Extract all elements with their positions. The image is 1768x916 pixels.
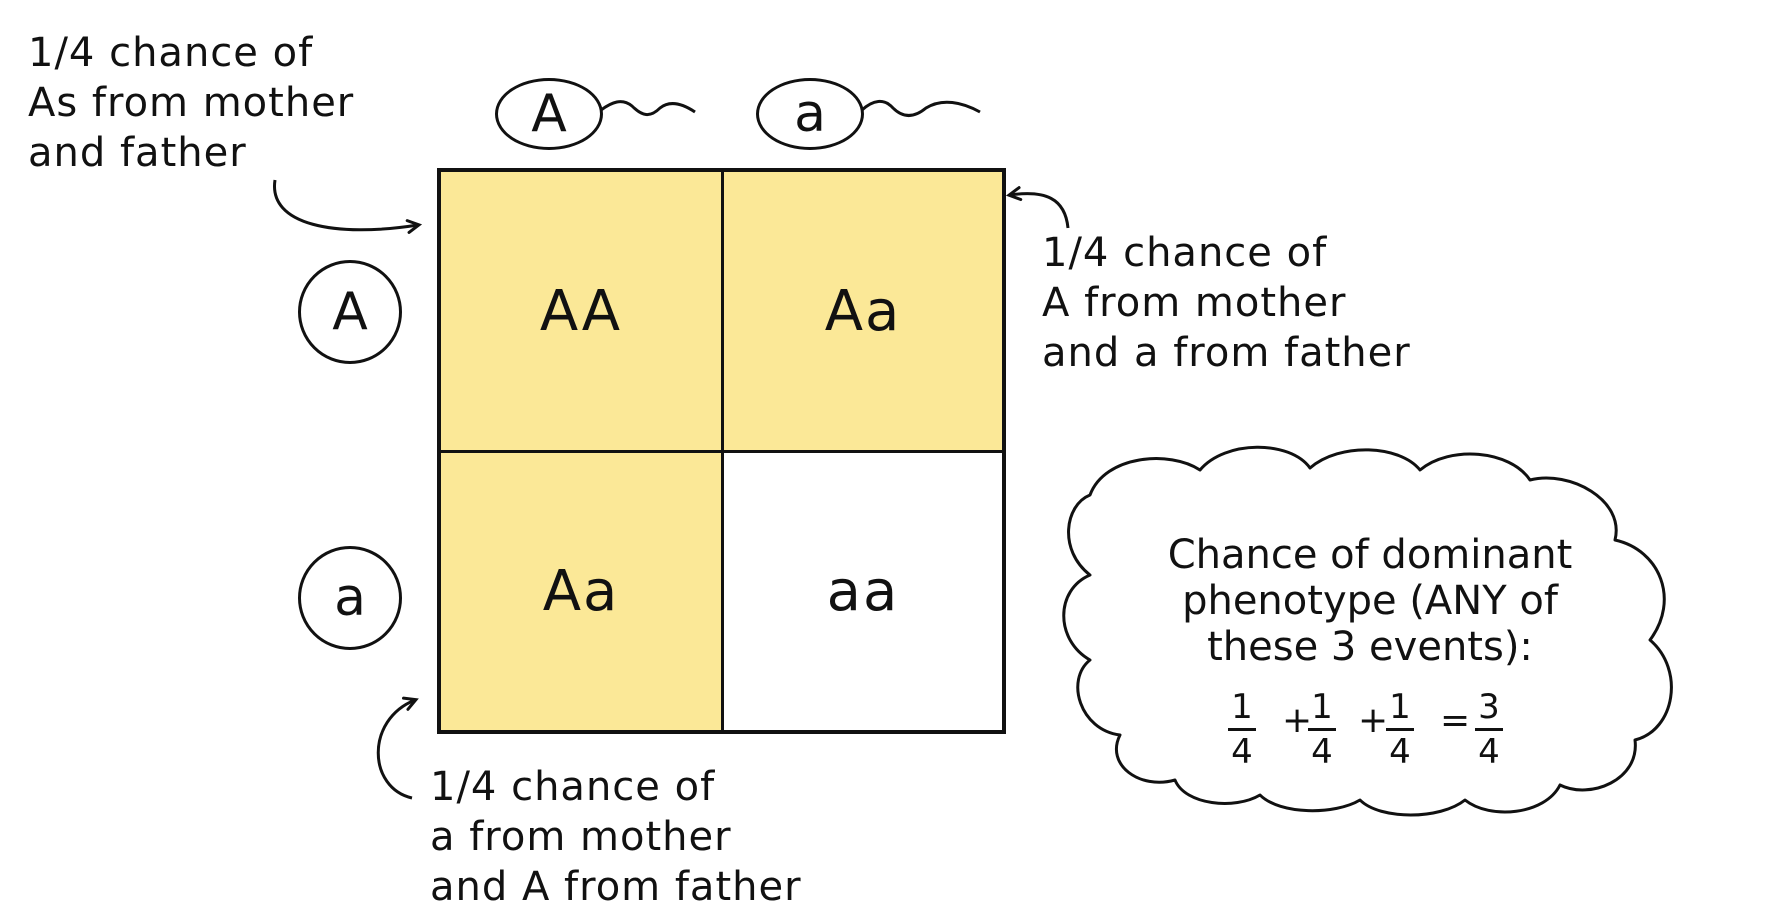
cloud-outline (1062, 445, 1673, 817)
note-line: 1/4 chance of (28, 30, 314, 76)
cloud-line: phenotype (ANY of (1182, 578, 1558, 624)
note-line: a from mother (430, 814, 732, 860)
fraction-numerator: 3 (1478, 687, 1500, 727)
fraction-bar (1386, 728, 1414, 731)
fraction-denominator: 4 (1389, 732, 1411, 772)
note-line: 1/4 chance of (430, 764, 716, 810)
fraction-denominator: 4 (1478, 732, 1500, 772)
operator: + (1358, 700, 1389, 741)
cell-genotype: AA (539, 278, 623, 344)
punnett-cell: AA (441, 172, 724, 453)
allele-label: a (334, 568, 366, 628)
allele-label: a (794, 84, 826, 144)
side-allele-a: a (298, 546, 402, 650)
side-allele-A: A (298, 260, 402, 364)
note-top-left: 1/4 chance of As from mother and father (28, 28, 354, 178)
cell-genotype: aa (826, 559, 900, 624)
operator: = (1440, 700, 1471, 741)
operator: + (1282, 700, 1313, 741)
punnett-cell: Aa (441, 453, 724, 730)
punnett-square: AA Aa Aa aa (437, 168, 1006, 734)
fraction: 1 4 (1386, 690, 1414, 769)
note-line: and A from father (430, 864, 802, 910)
sperm-tail-A (600, 100, 696, 116)
note-line: As from mother (28, 80, 355, 126)
allele-label: A (531, 84, 567, 144)
cell-genotype: Aa (542, 559, 620, 624)
fraction-bar (1228, 728, 1256, 731)
top-allele-a: a (756, 78, 864, 150)
fraction: 3 4 (1475, 690, 1503, 769)
note-right: 1/4 chance of A from mother and a from f… (1042, 228, 1411, 378)
fraction-denominator: 4 (1231, 732, 1253, 772)
note-line: A from mother (1042, 280, 1347, 326)
arrow-right (1010, 194, 1070, 229)
fraction: 1 4 (1308, 690, 1336, 769)
punnett-cell: aa (724, 453, 1002, 730)
fraction-bar (1475, 728, 1503, 731)
note-line: and father (28, 130, 247, 176)
note-bottom: 1/4 chance of a from mother and A from f… (430, 762, 802, 912)
cloud-line: Chance of dominant (1167, 532, 1573, 578)
cloud-caption: Chance of dominant phenotype (ANY of the… (1150, 532, 1590, 670)
fraction: 1 4 (1228, 690, 1256, 769)
note-line: 1/4 chance of (1042, 230, 1328, 276)
arrow-top-left (273, 179, 418, 230)
arrow-bottom (376, 700, 415, 800)
cell-genotype: Aa (824, 278, 902, 344)
note-line: and a from father (1042, 330, 1411, 376)
top-allele-A: A (495, 78, 603, 150)
fraction-numerator: 1 (1311, 687, 1333, 727)
cloud-line: these 3 events): (1207, 624, 1533, 670)
fraction-bar (1308, 728, 1336, 731)
fraction-numerator: 1 (1231, 687, 1253, 727)
allele-label: A (332, 282, 368, 342)
punnett-cell: Aa (724, 172, 1002, 453)
fraction-denominator: 4 (1311, 732, 1333, 772)
sperm-tail-a (860, 100, 981, 117)
fraction-numerator: 1 (1389, 687, 1411, 727)
